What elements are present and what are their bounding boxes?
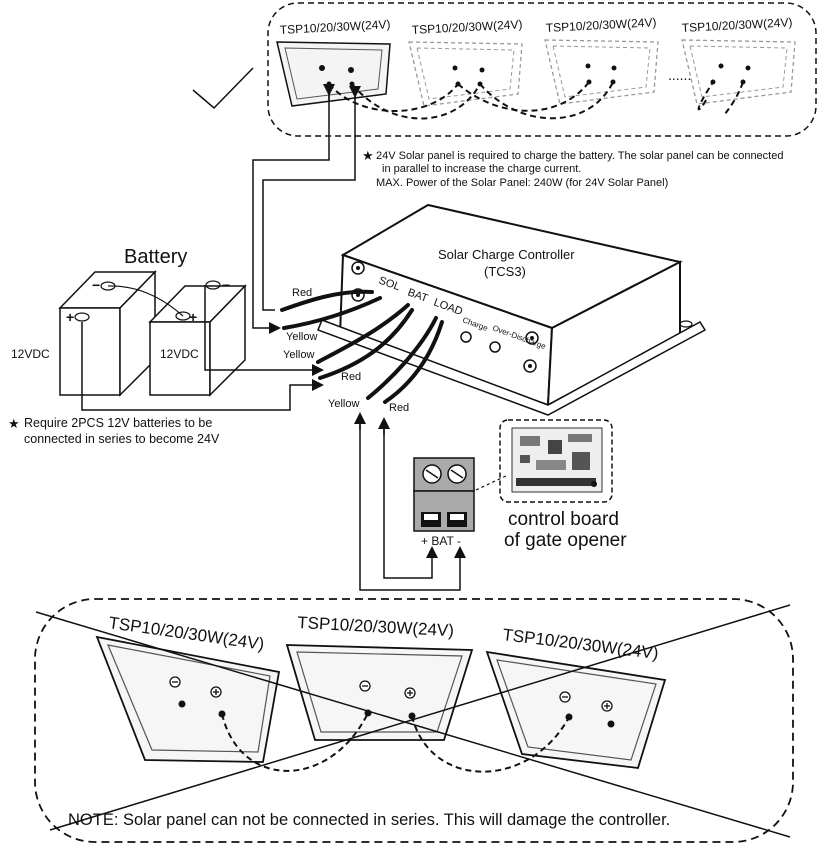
top-wires bbox=[252, 84, 361, 334]
wire-red-1: Red bbox=[292, 287, 312, 299]
series-warning-note: NOTE: Solar panel can not be connected i… bbox=[68, 811, 670, 829]
top-panel-3-label: TSP10/20/30W(24V) bbox=[545, 15, 656, 35]
top-group-border bbox=[267, 2, 817, 137]
star-icon: ★ bbox=[8, 416, 20, 431]
wire-red-2: Red bbox=[341, 371, 361, 383]
controller-model: (TCS3) bbox=[484, 264, 526, 279]
charge-controller: Solar Charge Controller (TCS3) SOL BAT L… bbox=[317, 203, 707, 416]
top-panels-group: TSP10/20/30W(24V) TSP10/20/30W(24V) TSP1… bbox=[192, 2, 817, 137]
wire-yellow-2: Yellow bbox=[283, 349, 314, 361]
gate-board-title-1: control board bbox=[508, 509, 619, 530]
top-panel-3: TSP10/20/30W(24V) bbox=[544, 15, 659, 105]
wire-labels: Red Yellow Yellow Red Yellow Red bbox=[283, 287, 409, 414]
top-panel-1-label: TSP10/20/30W(24V) bbox=[279, 17, 390, 37]
solar-note-line3: MAX. Power of the Solar Panel: 240W (for… bbox=[376, 177, 668, 189]
bottom-panel-3: TSP10/20/30W(24V) bbox=[485, 625, 667, 769]
solar-note-line1: 24V Solar panel is required to charge th… bbox=[376, 150, 783, 162]
battery-title: Battery bbox=[124, 246, 187, 268]
bottom-panel-2-label: TSP10/20/30W(24V) bbox=[297, 613, 455, 640]
gate-board-title-2: of gate opener bbox=[504, 530, 627, 551]
battery-group: Battery − + 12VDC − + 12VDC ★ Require 2P… bbox=[8, 246, 324, 446]
checkmark-icon bbox=[192, 67, 254, 110]
svg-text:+: + bbox=[66, 309, 74, 325]
top-panel-4-label: TSP10/20/30W(24V) bbox=[681, 15, 792, 35]
wire-yellow-3: Yellow bbox=[328, 398, 359, 410]
controller-cables bbox=[280, 289, 444, 404]
terminal-label: + BAT - bbox=[421, 534, 461, 548]
svg-text:+: + bbox=[189, 309, 197, 325]
load-wires bbox=[354, 412, 466, 591]
bottom-panel-2: TSP10/20/30W(24V) bbox=[285, 613, 474, 741]
battery-note-line1: Require 2PCS 12V batteries to be bbox=[24, 416, 212, 430]
bottom-group-border bbox=[34, 598, 794, 843]
battery-left-label: 12VDC bbox=[11, 347, 50, 361]
top-panel-4: TSP10/20/30W(24V) bbox=[681, 15, 796, 105]
wire-red-3: Red bbox=[389, 402, 409, 414]
svg-text:−: − bbox=[222, 277, 230, 293]
top-panel-2-label: TSP10/20/30W(24V) bbox=[411, 17, 522, 37]
gate-terminal-block: + BAT - bbox=[413, 457, 475, 548]
controller-title: Solar Charge Controller bbox=[438, 247, 575, 262]
gate-control-board bbox=[499, 419, 613, 503]
cross-line-1 bbox=[35, 611, 791, 838]
top-panels-ellipsis: ...... bbox=[668, 67, 691, 83]
svg-text:−: − bbox=[92, 277, 100, 293]
solar-note-line2: in parallel to increase the charge curre… bbox=[382, 163, 581, 175]
bottom-panels-group: TSP10/20/30W(24V) TSP10/20/30W(24V) bbox=[34, 598, 794, 843]
solar-note: ★ 24V Solar panel is required to charge … bbox=[362, 148, 783, 189]
cross-line-2 bbox=[49, 604, 791, 831]
star-icon: ★ bbox=[362, 148, 374, 163]
battery-right-label: 12VDC bbox=[160, 347, 199, 361]
battery-note-line2: connected in series to become 24V bbox=[24, 432, 220, 446]
top-panel-2: TSP10/20/30W(24V) bbox=[408, 17, 523, 107]
wire-yellow-1: Yellow bbox=[286, 331, 317, 343]
top-panel-1: TSP10/20/30W(24V) bbox=[276, 17, 391, 107]
bottom-panel-1: TSP10/20/30W(24V) bbox=[95, 613, 281, 763]
